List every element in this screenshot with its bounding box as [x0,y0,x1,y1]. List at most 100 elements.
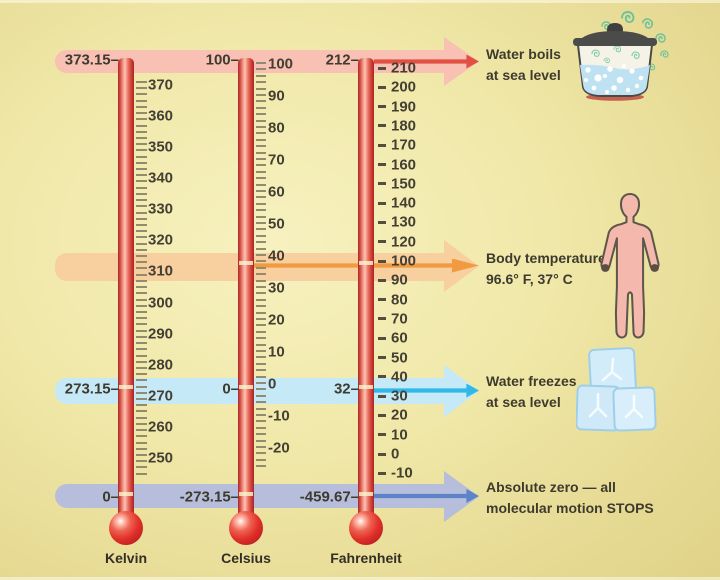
kelvin-tick [136,236,147,239]
kelvin-tube [118,58,134,516]
boiling-pot-icon [573,11,670,101]
fahrenheit-tick [378,143,386,147]
kelvin-tick [136,192,147,195]
kelvin-tick [136,112,147,115]
fahrenheit-scale-value: 170 [391,136,417,154]
kelvin-tick [136,136,147,139]
water-boils-caption: Water boils at sea level [486,44,561,86]
kelvin-tick [136,342,147,345]
celsius-absolute_zero: -273.15– [179,488,239,506]
kelvin-tick [136,81,147,83]
kelvin-scale-value: 330 [148,200,174,218]
fahrenheit-scale-value: 0 [391,445,400,463]
celsius-tick [256,260,266,263]
kelvin-scale-value: 320 [148,231,174,249]
celsius-tick [256,209,266,212]
kelvin-tick [136,429,147,432]
celsius-tick [256,151,266,154]
caption-line: at sea level [486,67,561,83]
celsius-freeze: 0– [222,380,239,398]
kelvin-tick [136,99,147,102]
celsius-tick [256,94,266,96]
kelvin-scale-value: 290 [148,325,174,343]
kelvin-tick [136,385,147,388]
celsius-scale-value: 40 [268,247,285,265]
fahrenheit-scale-value: 120 [391,233,417,251]
fahrenheit-scale-value: 190 [391,98,417,116]
fahrenheit-scale-value: 210 [391,59,417,77]
celsius-level-notch [239,385,253,389]
celsius-tick [256,292,266,295]
celsius-tick [256,350,266,352]
celsius-tick [256,138,266,141]
caption-line: at sea level [486,394,561,410]
celsius-tick [256,254,266,256]
celsius-tick [256,215,266,218]
kelvin-tick [136,143,147,146]
celsius-tick [256,266,266,269]
kelvin-tick [136,223,147,226]
kelvin-scale-value: 300 [148,294,174,312]
fahrenheit-scale-value: 30 [391,387,408,405]
celsius-level-notch [239,492,253,496]
kelvin-boil: 373.15– [64,51,119,69]
celsius-tick [256,196,266,199]
fahrenheit-scale-value: 90 [391,271,408,289]
fahrenheit-tick [378,163,386,166]
kelvin-tick [136,373,147,376]
celsius-tick [256,126,266,128]
fahrenheit-tick [378,433,386,437]
kelvin-scale-value: 310 [148,262,174,280]
kelvin-tick [136,441,147,444]
celsius-tick [256,106,266,109]
kelvin-tick [136,348,147,351]
kelvin-tick [136,217,147,220]
celsius-tick [256,382,266,384]
celsius-label: Celsius [221,550,271,566]
kelvin-tick [136,273,147,276]
kelvin-scale-value: 340 [148,169,174,187]
kelvin-tick [136,105,147,108]
kelvin-level-notch [119,492,133,496]
fahrenheit-tick [378,259,386,263]
kelvin-tick [136,267,147,270]
kelvin-tick [136,447,147,450]
kelvin-tick [136,130,147,133]
kelvin-tick [136,329,147,332]
celsius-tick [256,343,266,346]
fahrenheit-tick [378,278,386,282]
celsius-tick [256,87,266,90]
fahrenheit-tick [378,336,386,340]
fahrenheit-tick [378,85,386,89]
fahrenheit-scale-value: 80 [391,291,408,309]
kelvin-scale-value: 360 [148,107,174,125]
kelvin-tick [136,186,147,189]
celsius-tick [256,190,266,192]
celsius-tick [256,311,266,314]
fahrenheit-tick [378,375,386,379]
kelvin-scale-value: 350 [148,138,174,156]
celsius-tick [256,414,266,416]
kelvin-tick [136,410,147,413]
celsius-tick [256,228,266,231]
fahrenheit-scale-value: 40 [391,368,408,386]
celsius-tick [256,458,266,461]
fahrenheit-scale-value: 50 [391,349,408,366]
kelvin-tick [136,472,147,475]
celsius-tick [256,465,266,468]
celsius-tick [256,164,266,167]
celsius-tick [256,113,266,116]
kelvin-tick [136,398,147,401]
celsius-tick [256,420,266,423]
celsius-scale-value: -10 [268,407,290,425]
kelvin-tick [136,435,147,438]
kelvin-tick [136,292,147,295]
kelvin-tick [136,242,147,245]
ice-cubes-icon [576,347,657,432]
fahrenheit-tick [378,298,386,302]
celsius-tick [256,446,266,448]
kelvin-tick [136,286,147,289]
fahrenheit-tick [378,452,386,456]
top-edge-highlight [0,0,720,3]
